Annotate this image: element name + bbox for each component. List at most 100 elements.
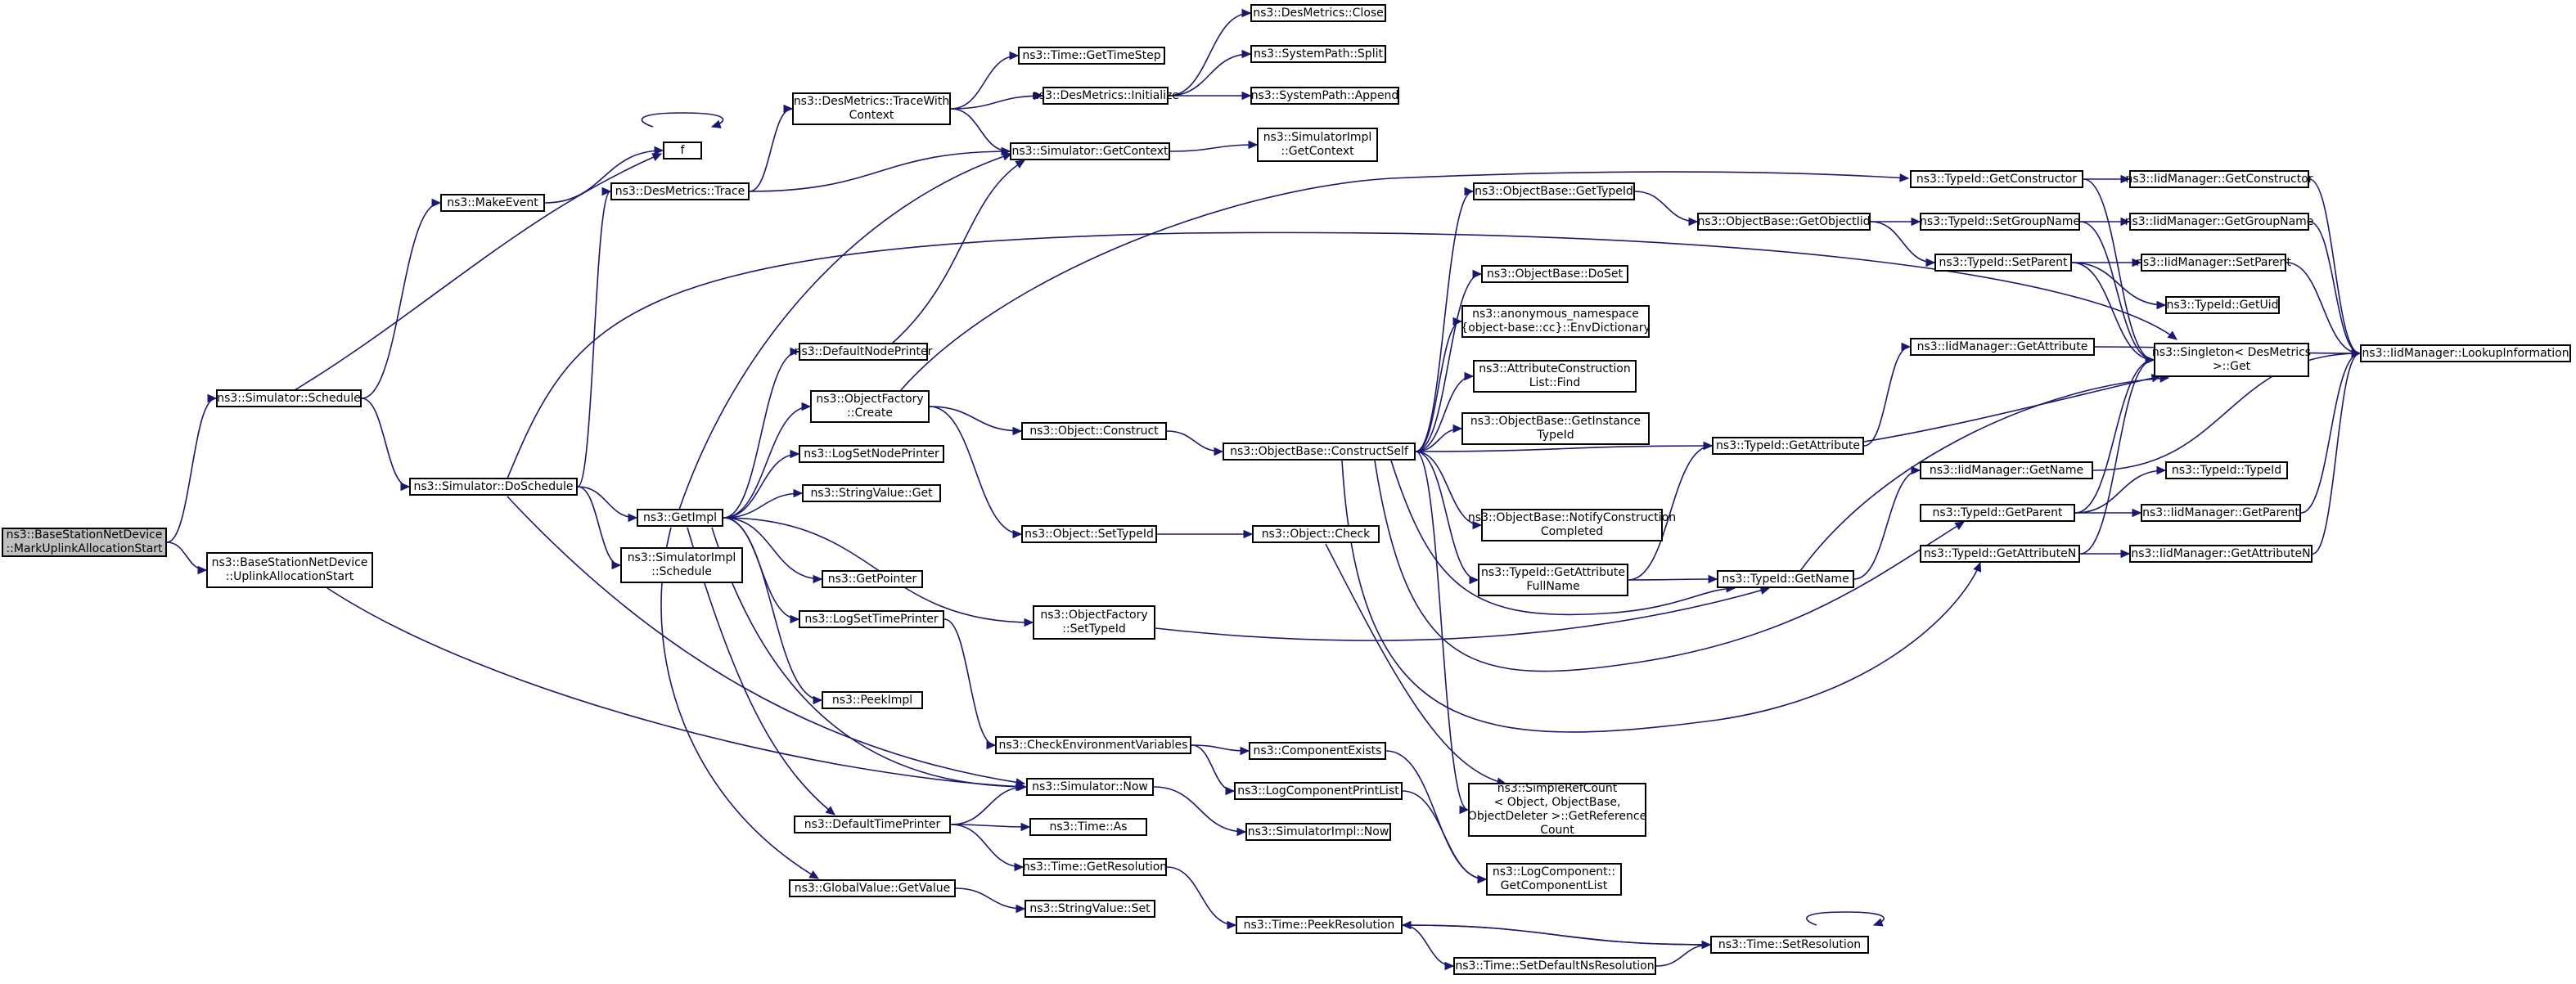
arrowhead-icon — [825, 806, 835, 816]
function-node[interactable]: ns3::Time::GetTimeStep — [1018, 47, 1165, 65]
function-node[interactable]: ns3::ObjectFactory::SetTypeId — [1033, 605, 1155, 640]
function-node[interactable]: ns3::TypeId::GetParent — [1920, 504, 2075, 522]
function-node[interactable]: ns3::StringValue::Set — [1025, 900, 1155, 918]
arrowhead-icon — [651, 153, 663, 161]
call-edge-n53-n18 — [1799, 377, 2169, 572]
call-edge-n61-n69 — [2092, 353, 2361, 471]
function-node-label: ns3::AttributeConstruction — [1479, 362, 1631, 375]
function-node[interactable]: ns3::Time::As — [1029, 818, 1147, 836]
function-node[interactable]: ns3::DesMetrics::Initialize — [1032, 87, 1179, 105]
function-node[interactable]: ns3::IidManager::GetGroupName — [2125, 213, 2313, 231]
function-node[interactable]: ns3::DefaultTimePrinter — [794, 816, 951, 833]
function-node[interactable]: ns3::Object::Check — [1252, 525, 1380, 543]
function-node[interactable]: ns3::DefaultNodePrinter — [795, 343, 932, 361]
function-node[interactable]: ns3::TypeId::TypeId — [2165, 461, 2288, 479]
arrowhead-icon — [601, 186, 612, 196]
function-node[interactable]: ns3::GlobalValue::GetValue — [789, 879, 956, 897]
function-node[interactable]: ns3::SimulatorImpl::Schedule — [620, 547, 743, 583]
function-node-label: List::Find — [1529, 376, 1581, 389]
arrowhead-icon — [1241, 49, 1252, 59]
function-node[interactable]: ns3::LogComponentPrintList — [1234, 782, 1403, 800]
function-node[interactable]: ns3::IidManager::SetParent — [2136, 254, 2291, 272]
function-node[interactable]: ns3::TypeId::SetGroupName — [1920, 213, 2080, 231]
function-node[interactable]: ns3::LogComponent::GetComponentList — [1486, 863, 1622, 896]
function-node[interactable]: ns3::BaseStationNetDevice::UplinkAllocat… — [206, 552, 373, 588]
function-node[interactable]: ns3::IidManager::GetAttributeN — [2129, 545, 2313, 563]
function-node-label: ns3::LogComponentPrintList — [1237, 784, 1399, 798]
function-node[interactable]: ns3::DesMetrics::Trace — [610, 182, 750, 200]
call-edge-n32-n52 — [1415, 445, 1713, 452]
function-node[interactable]: ns3::TypeId::GetAttributeN — [1920, 545, 2080, 563]
function-node-label: ns3::Object::Construct — [1029, 424, 1159, 438]
function-node[interactable]: ns3::ObjectBase::GetObjectIid — [1697, 213, 1871, 231]
arrowhead-icon — [790, 614, 800, 624]
function-node[interactable]: ns3::GetPointer — [822, 570, 923, 588]
function-node[interactable]: ns3::anonymous_namespace{object-base::cc… — [1461, 305, 1651, 338]
function-node[interactable]: ns3::SystemPath::Append — [1250, 87, 1399, 105]
function-node[interactable]: ns3::Time::GetResolution — [1023, 858, 1167, 876]
arrowhead-icon — [1017, 782, 1028, 792]
function-node[interactable]: ns3::Simulator::DoSchedule — [409, 478, 578, 496]
function-node-label: ns3::ObjectBase::ConstructSelf — [1230, 444, 1408, 458]
function-node[interactable]: ns3::DesMetrics::Close — [1250, 4, 1386, 22]
function-node[interactable]: ns3::TypeId::GetAttribute — [1712, 437, 1864, 455]
call-edge-n7-n9 — [711, 527, 1025, 788]
function-node[interactable]: ns3::Simulator::GetContext — [1010, 142, 1170, 160]
function-node[interactable]: ns3::SystemPath::Split — [1250, 45, 1386, 63]
function-node[interactable]: ns3::Simulator::Schedule — [216, 389, 362, 407]
function-node[interactable]: ns3::IidManager::GetConstructor — [2125, 170, 2313, 188]
function-node[interactable]: ns3::CheckEnvironmentVariables — [995, 736, 1191, 754]
arrowhead-icon — [1452, 317, 1463, 326]
call-edge-n19-n11 — [891, 160, 1025, 344]
function-node[interactable]: ns3::Simulator::Now — [1026, 778, 1154, 796]
function-node[interactable]: ns3::Time::SetResolution — [1710, 936, 1869, 954]
arrowhead-icon — [1012, 426, 1023, 436]
function-node[interactable]: ns3::ComponentExists — [1249, 742, 1386, 760]
arrowhead-icon — [1241, 8, 1252, 18]
function-node[interactable]: ns3::IidManager::GetName — [1920, 461, 2093, 479]
call-edge-n32-n44 — [1415, 321, 1462, 452]
function-node[interactable]: ns3::TypeId::GetUid — [2165, 296, 2280, 314]
arrowhead-icon — [2156, 465, 2167, 475]
function-node[interactable]: ns3::ObjectBase::ConstructSelf — [1223, 443, 1416, 461]
function-node[interactable]: ns3::SimulatorImpl::GetContext — [1257, 128, 1378, 162]
function-node[interactable]: ns3::Object::Construct — [1021, 422, 1167, 440]
call-edge-n13-n15 — [1168, 53, 1251, 97]
function-node-label: FullName — [1526, 580, 1580, 593]
function-node[interactable]: ns3::MakeEvent — [440, 194, 545, 212]
function-node[interactable]: ns3::LogSetNodePrinter — [799, 445, 944, 463]
function-node[interactable]: ns3::SimulatorImpl::Now — [1245, 823, 1391, 841]
function-node[interactable]: ns3::ObjectFactory::Create — [810, 390, 930, 423]
arrowhead-icon — [1243, 529, 1254, 539]
function-node[interactable]: ns3::IidManager::GetParent — [2141, 504, 2301, 522]
call-edge-n6-n10 — [749, 108, 793, 192]
function-node[interactable]: f — [663, 142, 702, 160]
function-node[interactable]: ns3::Singleton< DesMetrics >::Get — [2152, 343, 2311, 377]
function-node[interactable]: ns3::StringValue::Get — [802, 484, 941, 502]
function-node[interactable]: ns3::Time::SetDefaultNsResolution — [1453, 957, 1656, 975]
function-node-label: Count — [1540, 824, 1574, 837]
function-node[interactable]: ns3::PeekImpl — [822, 691, 923, 709]
function-node[interactable]: ns3::Time::PeekResolution — [1236, 916, 1403, 934]
function-node[interactable]: ns3::IidManager::GetAttribute — [1910, 338, 2095, 356]
function-node[interactable]: ns3::TypeId::SetParent — [1934, 254, 2072, 272]
function-node[interactable]: ns3::LogSetTimePrinter — [799, 610, 944, 628]
function-node[interactable]: ns3::ObjectBase::DoSet — [1481, 265, 1628, 283]
function-node[interactable]: ns3::TypeId::GetConstructor — [1910, 170, 2083, 188]
function-node[interactable]: ns3::SimpleRefCount< Object, ObjectBase,… — [1468, 782, 1646, 837]
function-node-label: ns3::MakeEvent — [447, 195, 538, 209]
arrowhead-icon — [2351, 348, 2362, 358]
function-node-label: ns3::DesMetrics::Initialize — [1031, 88, 1180, 102]
function-node[interactable]: ns3::GetImpl — [637, 509, 723, 527]
call-edge-n48-n53 — [1628, 578, 1718, 581]
function-node[interactable]: ns3::TypeId::GetName — [1717, 570, 1854, 588]
function-node-label: ns3::LogComponent:: — [1492, 865, 1616, 878]
function-node[interactable]: ns3::Object::SetTypeId — [1021, 525, 1157, 543]
function-node[interactable]: ns3::IidManager::LookupInformation — [2360, 344, 2571, 362]
function-node[interactable]: ns3::ObjectBase::GetTypeId — [1473, 182, 1635, 200]
